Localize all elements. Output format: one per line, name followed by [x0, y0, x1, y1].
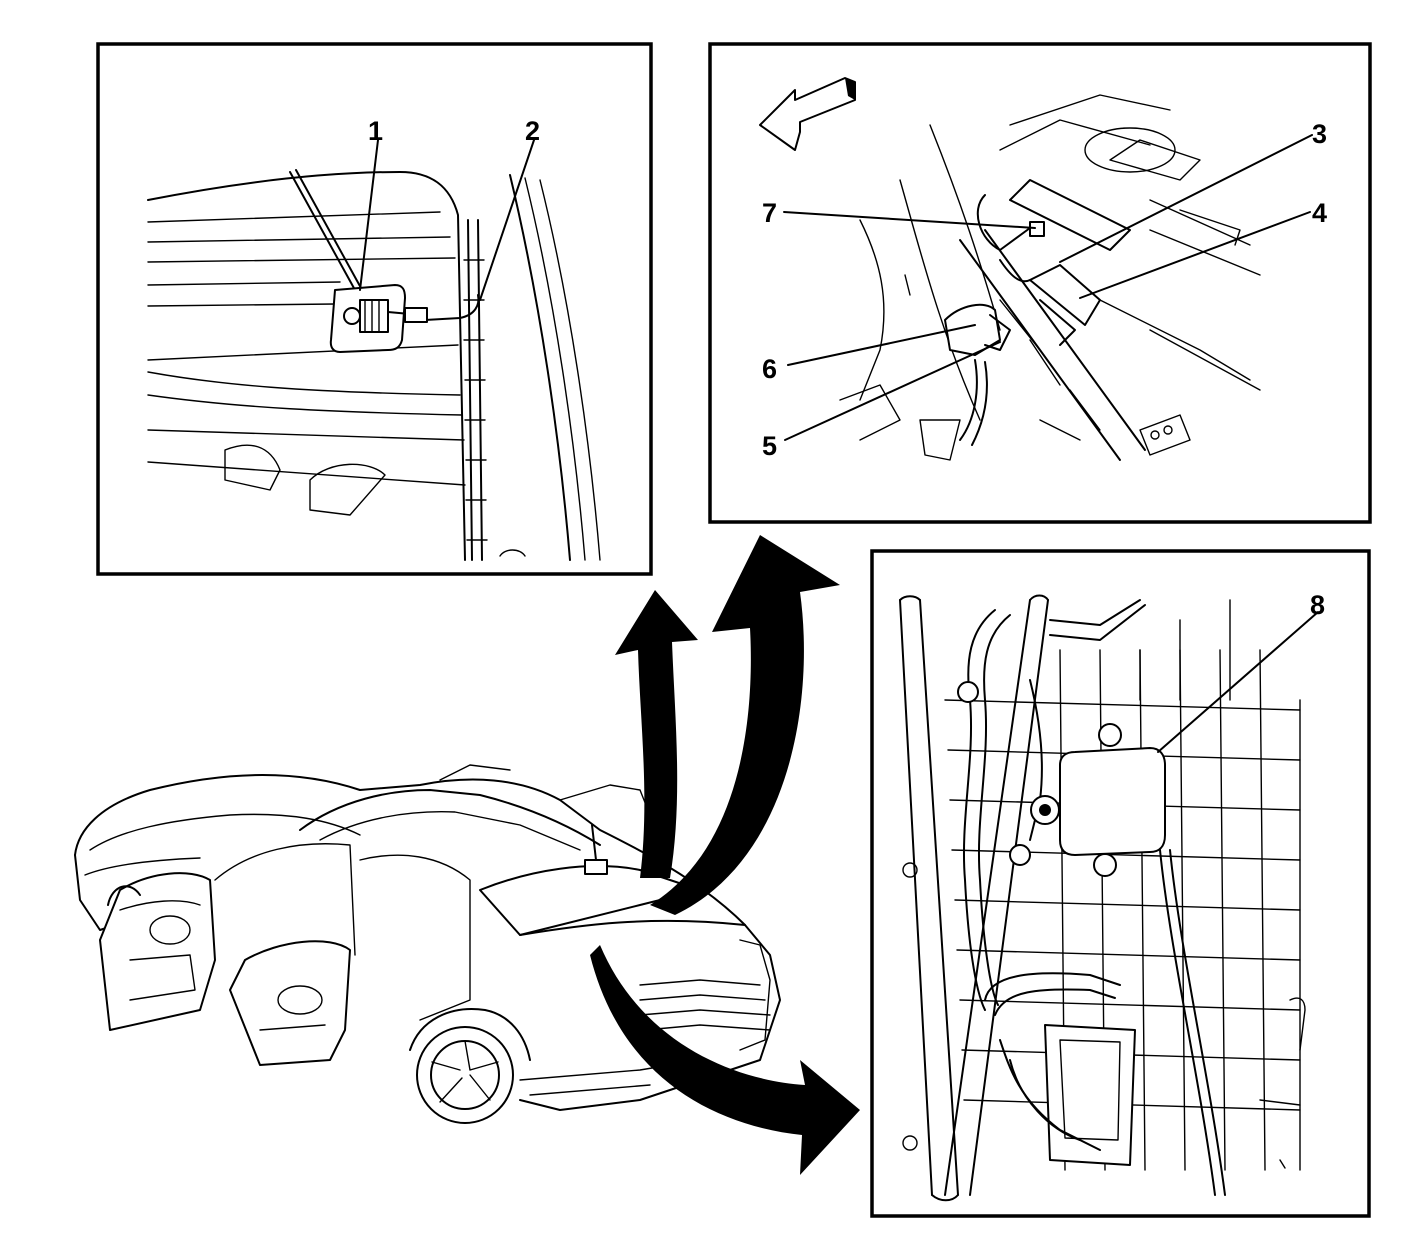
- trunk-harness-detail: 3 4 5 6 7: [708, 42, 1372, 524]
- callout-2: 2: [525, 116, 540, 146]
- callout-3: 3: [1312, 119, 1327, 149]
- callout-6: 6: [762, 354, 777, 384]
- leader-8: [1157, 611, 1319, 753]
- leader-3: [1059, 134, 1313, 263]
- callout-1: 1: [368, 116, 383, 146]
- leader-1: [359, 139, 379, 291]
- leader-6: [787, 324, 976, 366]
- leader-4: [1079, 211, 1311, 299]
- arrow-to-antenna-panel: [615, 590, 698, 878]
- leader-2: [479, 139, 535, 301]
- callout-8: 8: [1310, 590, 1325, 620]
- callout-4: 4: [1312, 198, 1327, 228]
- arrow-to-module-panel: [590, 945, 860, 1175]
- antenna-rear-window-detail: 1 2: [96, 42, 653, 576]
- leader-5: [784, 341, 1001, 441]
- module-under-package-shelf-detail: 8: [870, 549, 1371, 1218]
- leader-7: [783, 211, 1036, 229]
- callout-7: 7: [762, 198, 777, 228]
- callout-5: 5: [762, 431, 777, 461]
- module-8: [1059, 747, 1166, 856]
- arrow-to-trunk-panel: [650, 535, 840, 915]
